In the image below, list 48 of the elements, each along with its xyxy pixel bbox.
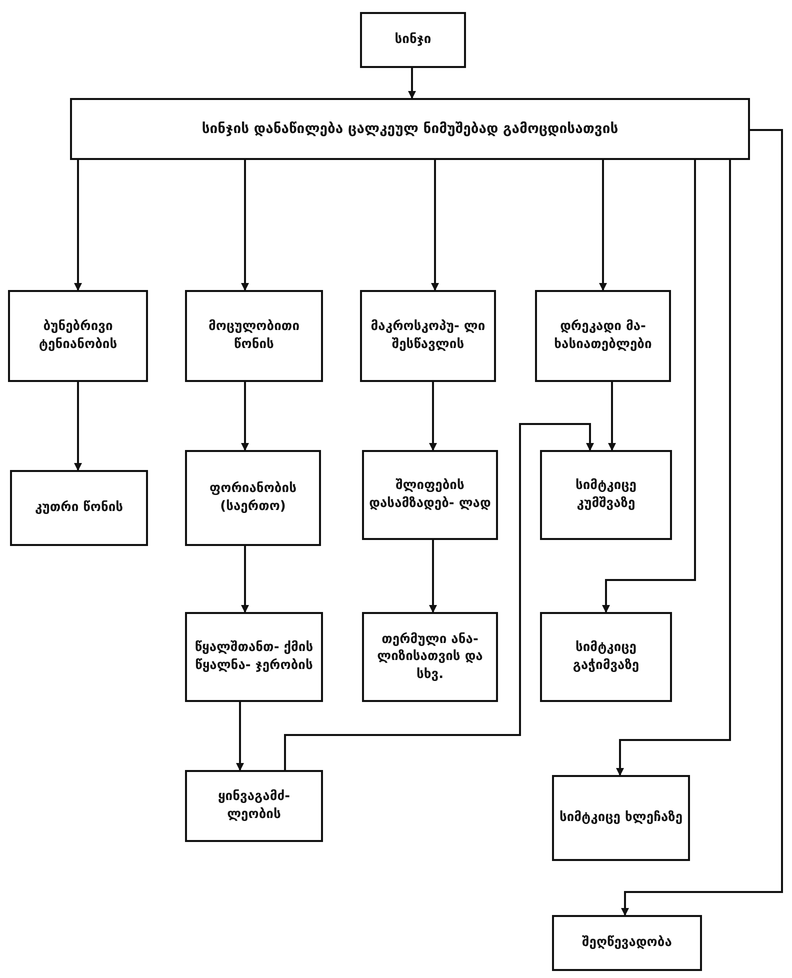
box-label: სიმტკიცე ხლეჩაზე bbox=[559, 809, 683, 827]
header-bar bbox=[70, 98, 750, 160]
arrow bbox=[431, 160, 439, 291]
process-box bbox=[362, 450, 498, 540]
process-box bbox=[540, 612, 672, 702]
box-label: ყინვაგამძ- ლეობის bbox=[216, 788, 292, 824]
arrow bbox=[74, 160, 82, 291]
process-box bbox=[360, 290, 496, 382]
box-label: სინჯი bbox=[394, 31, 432, 49]
process-box bbox=[185, 450, 321, 546]
box-label: წყალშთანთ- ქმის წყალნა- ჯერობის bbox=[194, 639, 314, 675]
box-label: სიმტკიცე გაჭიმვაზე bbox=[572, 639, 640, 675]
arrow bbox=[608, 382, 616, 451]
box-label: შლიფების დასამზადებ- ლად bbox=[368, 477, 492, 513]
process-box bbox=[185, 612, 323, 702]
box-label: სიმტკიცე კუმშვაზე bbox=[574, 477, 638, 513]
process-box bbox=[540, 450, 672, 540]
process-box bbox=[552, 915, 702, 971]
process-box bbox=[185, 290, 323, 382]
arrow bbox=[284, 423, 594, 770]
arrow bbox=[74, 382, 82, 471]
box-label: თერმული ანა- ლიზისათვის და სხვ. bbox=[376, 630, 484, 684]
process-box bbox=[8, 290, 148, 382]
box-label: ფორიანობის (საერთო) bbox=[208, 480, 298, 516]
arrow bbox=[429, 540, 437, 613]
box-label: ბუნებრივი ტენიანობის bbox=[38, 318, 118, 354]
arrow bbox=[429, 382, 437, 451]
process-box bbox=[535, 290, 671, 382]
box-label: დრეკადი მა- ხასიათებლები bbox=[553, 318, 653, 354]
process-box bbox=[552, 775, 690, 861]
arrow bbox=[616, 160, 731, 776]
arrow bbox=[621, 129, 783, 916]
process-box bbox=[185, 770, 323, 842]
process-box bbox=[360, 12, 466, 68]
arrow bbox=[408, 68, 416, 99]
process-box bbox=[10, 470, 148, 546]
box-label: შეღწევადობა bbox=[582, 934, 672, 952]
box-label: კუთრი წონის bbox=[34, 499, 124, 517]
arrow bbox=[241, 546, 249, 613]
box-label: სინჯის დანაწილება ცალკეულ ნიმუშებად გამოცდისათვის bbox=[202, 120, 618, 138]
arrow bbox=[241, 160, 249, 291]
process-box bbox=[362, 612, 498, 702]
arrow bbox=[236, 702, 244, 771]
arrow bbox=[241, 382, 249, 451]
arrow bbox=[602, 160, 696, 613]
box-label: მოცულობითი წონის bbox=[207, 318, 301, 354]
arrow bbox=[599, 160, 607, 291]
box-label: მაკროსკოპუ- ლი შესწავლის bbox=[370, 318, 486, 354]
